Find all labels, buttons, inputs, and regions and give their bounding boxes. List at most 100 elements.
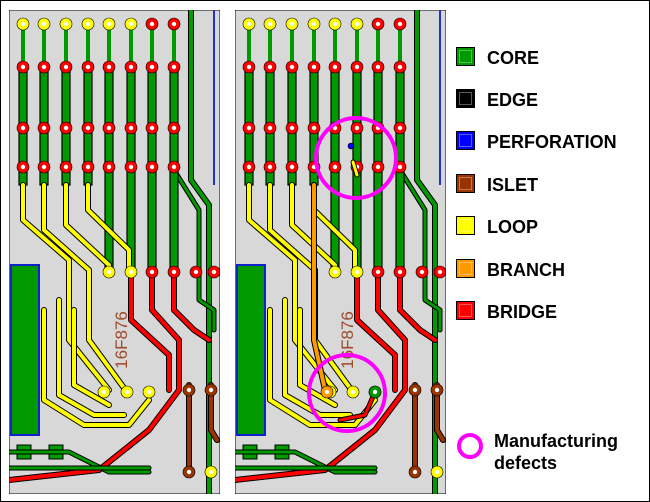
bridge-defect-trace bbox=[338, 390, 377, 422]
pad-row3-col0-hole bbox=[246, 125, 252, 131]
pad-row3-col6-hole bbox=[149, 125, 155, 131]
pcb-reference-image: 16F876 bbox=[9, 10, 220, 494]
defect-highlight-upper bbox=[314, 116, 398, 200]
pad-row2-col6-hole bbox=[375, 64, 381, 70]
pcb-panel-defective: 16F876 bbox=[235, 10, 446, 494]
legend-item-branch: BRANCH bbox=[456, 257, 646, 281]
legend-label-loop: LOOP bbox=[487, 217, 539, 237]
pad-row1-col6-hole bbox=[149, 21, 155, 27]
pad-row4-col6-hole bbox=[149, 164, 155, 170]
pad-row2-col1-hole bbox=[267, 64, 273, 70]
pad-row5-loop-1-hole bbox=[128, 269, 134, 275]
pad-row2-col3-hole bbox=[85, 64, 91, 70]
routing-trace-mid bbox=[398, 168, 442, 332]
legend-label-bridge: BRIDGE bbox=[487, 302, 558, 322]
pad-row4-col7-hole bbox=[397, 164, 403, 170]
pad-row3-col7-hole bbox=[397, 125, 403, 131]
pad-row3-col7-hole bbox=[171, 125, 177, 131]
loop-trace-fan-a bbox=[42, 308, 151, 427]
pad-row4-col0-hole bbox=[246, 164, 252, 170]
legend-swatch-edge bbox=[456, 89, 475, 108]
legend-swatch-loop bbox=[456, 216, 475, 235]
chip-label: 16F876 bbox=[112, 311, 131, 369]
pad-row2-col7-hole bbox=[171, 64, 177, 70]
pad-row4-col1-hole bbox=[41, 164, 47, 170]
pad-row2-col6-hole bbox=[149, 64, 155, 70]
pad-row1-col3-hole bbox=[311, 21, 317, 27]
pad-row1-col7-hole bbox=[171, 21, 177, 27]
bridge-trace-b bbox=[398, 268, 437, 342]
pad-row3-col5-hole bbox=[128, 125, 134, 131]
pad-row1-col0-hole bbox=[20, 21, 26, 27]
defects-label-line1: Manufacturing bbox=[494, 431, 618, 451]
pad-row2-col2-hole bbox=[63, 64, 69, 70]
pad-row4-col2-hole bbox=[63, 164, 69, 170]
pad-row5-bridge-2-hole bbox=[193, 269, 199, 275]
pad-row5-bridge-1-hole bbox=[397, 269, 403, 275]
legend-item-loop: LOOP bbox=[456, 214, 646, 238]
loop-trace-1 bbox=[42, 183, 126, 390]
pad-row4-col1-hole bbox=[267, 164, 273, 170]
loop-trace-fan-b bbox=[283, 298, 352, 417]
loop-trace-0 bbox=[247, 183, 337, 392]
pad-row2-col5-hole bbox=[128, 64, 134, 70]
pad-row4-col4-hole bbox=[106, 164, 112, 170]
loop-trace-0 bbox=[21, 183, 111, 392]
loop-defect-mark bbox=[351, 160, 359, 177]
pad-row5-bridge-0-hole bbox=[375, 269, 381, 275]
pad-row3-col2-hole bbox=[63, 125, 69, 131]
pad-row1-col3-hole bbox=[85, 21, 91, 27]
pad-row3-col5-hole bbox=[354, 125, 360, 131]
pad-row2-col4-hole bbox=[106, 64, 112, 70]
loop-trace-fan-b bbox=[57, 298, 126, 417]
routing-trace-right bbox=[415, 10, 437, 494]
pad-row1-col5-hole bbox=[354, 21, 360, 27]
loop-trace-3 bbox=[86, 183, 131, 274]
pad-row5-loop-1-hole bbox=[354, 269, 360, 275]
routing-trace-right bbox=[189, 10, 211, 494]
legend-swatch-core bbox=[456, 47, 475, 66]
pad-islet-c-hole bbox=[412, 469, 418, 475]
pad-row3-col2-hole bbox=[289, 125, 295, 131]
pad-row1-col5-hole bbox=[128, 21, 134, 27]
pad-row4-col2-hole bbox=[289, 164, 295, 170]
islet-trace-b bbox=[209, 383, 219, 442]
core-trace-bottom-a bbox=[235, 450, 377, 474]
pad-chip-1-hole bbox=[350, 389, 356, 395]
pad-row5-loop-0-hole bbox=[106, 269, 112, 275]
pad-loop-corner-hole bbox=[434, 469, 440, 475]
pad-row1-col2-hole bbox=[63, 21, 69, 27]
pad-row1-col1-hole bbox=[267, 21, 273, 27]
pad-row2-col7-hole bbox=[397, 64, 403, 70]
pad-row2-col4-hole bbox=[332, 64, 338, 70]
bridge-trace-b bbox=[172, 268, 211, 342]
perforation-mark bbox=[347, 142, 355, 150]
defects-legend: Manufacturing defects bbox=[456, 427, 646, 477]
pad-row1-col7-hole bbox=[397, 21, 403, 27]
core-trace-bottom-a bbox=[9, 450, 151, 474]
defects-legend-label: Manufacturing defects bbox=[494, 430, 618, 474]
pad-chip-1-hole bbox=[124, 389, 130, 395]
pcb-panel-reference: 16F876 bbox=[9, 10, 220, 494]
pad-row2-col5-hole bbox=[354, 64, 360, 70]
pad-chip-2-hole bbox=[146, 389, 152, 395]
pad-islet-b-hole bbox=[208, 387, 214, 393]
legend-item-bridge: BRIDGE bbox=[456, 299, 646, 323]
pad-row1-col0-hole bbox=[246, 21, 252, 27]
branch-trace bbox=[312, 183, 327, 392]
legend-item-edge: EDGE bbox=[456, 87, 646, 111]
pad-islet-a-hole bbox=[412, 387, 418, 393]
legend-label-perforation: PERFORATION bbox=[487, 132, 617, 152]
pad-row3-col4-hole bbox=[106, 125, 112, 131]
legend-swatch-islet bbox=[456, 174, 475, 193]
routing-trace-mid bbox=[172, 168, 216, 332]
pad-row2-col2-hole bbox=[289, 64, 295, 70]
pad-islet-c-hole bbox=[186, 469, 192, 475]
loop-trace-fan-c bbox=[72, 308, 111, 407]
pad-row4-col5-hole bbox=[128, 164, 134, 170]
pad-row5-bridge-3-hole bbox=[211, 269, 217, 275]
pad-loop-corner-hole bbox=[208, 469, 214, 475]
pad-row4-col6-hole bbox=[375, 164, 381, 170]
pad-row5-loop-0-hole bbox=[332, 269, 338, 275]
